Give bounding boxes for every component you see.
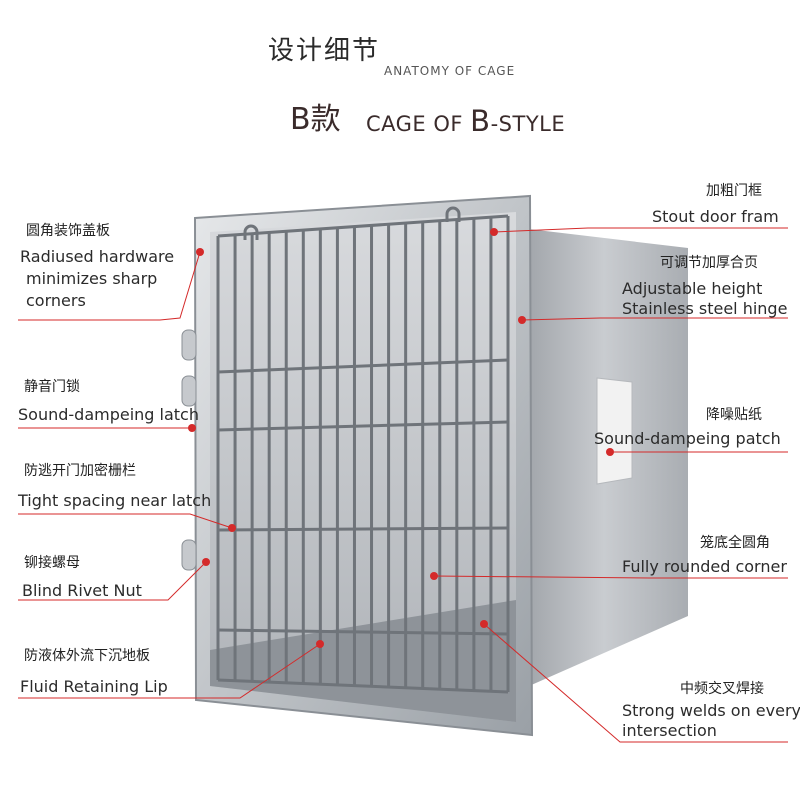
grille-crossbar <box>217 678 509 694</box>
dot-spacing <box>228 524 236 532</box>
welds-cn: 中频交叉焊接 <box>680 681 764 697</box>
corner-en: Fully rounded corner <box>622 557 787 576</box>
dot-rivet <box>202 558 210 566</box>
grille-crossbar <box>217 358 509 374</box>
radiused-en-1: Radiused hardware <box>20 247 175 266</box>
radiused-cn: 圆角装饰盖板 <box>26 223 110 239</box>
lip-cn: 防液体外流下沉地板 <box>24 648 150 664</box>
grille-crossbar <box>217 526 509 532</box>
radiused-en-3: corners <box>26 291 86 310</box>
style-label-cn: B款 <box>290 102 341 137</box>
rivet-cn: 铆接螺母 <box>24 555 80 571</box>
lip-en: Fluid Retaining Lip <box>20 677 168 696</box>
dot-latch <box>188 424 196 432</box>
corner-cn: 笼底全圆角 <box>700 535 770 551</box>
sound-patch <box>596 377 633 485</box>
page-title-cn: 设计细节 <box>268 36 381 66</box>
frame-cn: 加粗门框 <box>706 183 762 199</box>
dot-welds <box>480 620 488 628</box>
dot-patch <box>606 448 614 456</box>
hinge-en-1: Adjustable height <box>622 279 763 298</box>
welds-en-1: Strong welds on every <box>622 701 800 720</box>
patch-en: Sound-dampeing patch <box>594 429 781 448</box>
latch-cn: 静音门锁 <box>24 379 80 395</box>
hinge-upper <box>181 329 197 361</box>
latch-en: Sound-dampeing latch <box>18 405 199 424</box>
hinge-en-2: Stainless steel hinge <box>622 299 788 318</box>
patch-cn: 降噪贴纸 <box>706 407 762 423</box>
dot-frame <box>490 228 498 236</box>
door-handle-right <box>445 206 461 222</box>
page-title-en: ANATOMY OF CAGE <box>384 64 516 78</box>
spacing-en: Tight spacing near latch <box>18 491 212 510</box>
hinge-middle <box>181 375 197 407</box>
dot-radiused <box>196 248 204 256</box>
welds-en-2: intersection <box>622 721 717 740</box>
radiused-en-2: minimizes sharp <box>26 269 158 288</box>
hinge-lower <box>181 539 197 571</box>
dot-hinge <box>518 316 526 324</box>
dot-lip <box>316 640 324 648</box>
door-handle-left <box>243 224 259 240</box>
spacing-cn: 防逃开门加密栅栏 <box>24 463 136 479</box>
rivet-en: Blind Rivet Nut <box>22 581 142 600</box>
style-label-en: CAGE OF B-STYLE <box>366 104 566 138</box>
frame-en: Stout door fram <box>652 207 779 226</box>
dot-corner <box>430 572 438 580</box>
hinge-cn: 可调节加厚合页 <box>660 255 758 271</box>
grille-crossbar <box>217 628 509 636</box>
door-grille <box>216 214 510 694</box>
callout-dots <box>188 228 614 648</box>
grille-crossbar <box>217 420 509 432</box>
callout-lines <box>18 227 788 743</box>
